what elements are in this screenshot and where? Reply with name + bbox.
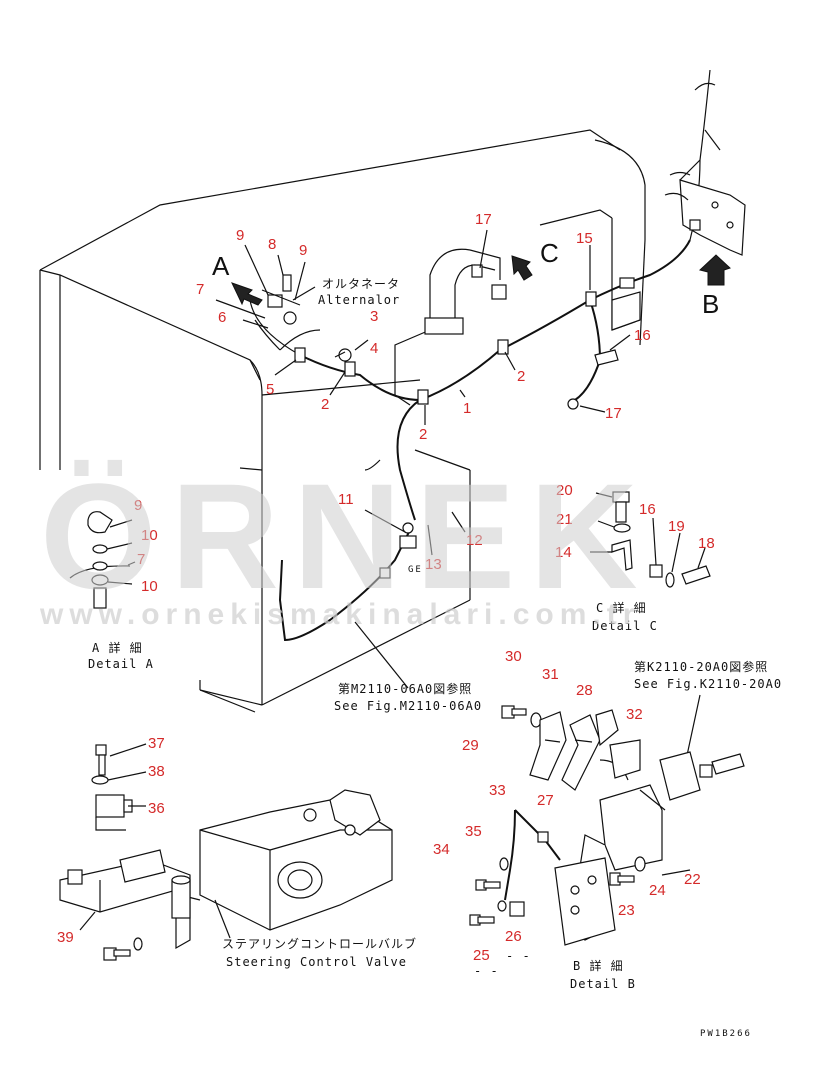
- ref-m2110-jp: 第M2110-06A0図参照: [338, 681, 472, 696]
- callout-18: 18: [698, 535, 715, 552]
- alternator-label-jp: オルタネータ: [322, 277, 400, 291]
- detail-c-title-jp: C 詳 細: [596, 600, 647, 615]
- drawing-code: PW1B266: [700, 1029, 752, 1039]
- detail-c: [590, 491, 711, 588]
- callout-9-detail: 9: [134, 497, 142, 514]
- watermark-url: www.ornekismakinalari.com.tr: [39, 598, 640, 631]
- watermark-brand: ÖRNEK: [40, 452, 652, 620]
- callout-17-b: 17: [605, 405, 622, 422]
- view-arrows: [231, 254, 731, 306]
- callout-2-a: 2: [321, 396, 329, 413]
- callout-38: 38: [148, 763, 165, 780]
- ref-m2110-en: See Fig.M2110-06A0: [334, 699, 482, 713]
- callout-16-a: 16: [634, 327, 651, 344]
- callout-7-detail: 7: [137, 551, 145, 568]
- callout-7-main: 7: [196, 281, 204, 298]
- callout-26: 26: [505, 928, 522, 945]
- view-letter-c: C: [540, 238, 559, 268]
- watermark: ÖRNEK www.ornekismakinalari.com.tr: [39, 452, 652, 631]
- callout-20: 20: [556, 482, 573, 499]
- callout-25: 25: [473, 947, 490, 964]
- callout-8: 8: [268, 236, 276, 253]
- callout-4: 4: [370, 340, 378, 357]
- callout-9-a: 9: [236, 227, 244, 244]
- view-arrow-c-icon: [511, 255, 533, 281]
- ge-mark: GE: [408, 565, 423, 575]
- callout-10-a: 10: [141, 527, 158, 544]
- ref-k2110-jp: 第K2110-20A0図参照: [634, 659, 768, 674]
- callout-35: 35: [465, 823, 482, 840]
- callout-39: 39: [57, 929, 74, 946]
- callout-36: 36: [148, 800, 165, 817]
- callout-2-b: 2: [419, 426, 427, 443]
- detail-a-title-jp: A 詳 細: [92, 640, 143, 655]
- leader-lines: [215, 229, 631, 689]
- callout-29: 29: [462, 737, 479, 754]
- callout-11: 11: [338, 491, 354, 508]
- callout-32: 32: [626, 706, 643, 723]
- callout-5: 5: [266, 381, 274, 398]
- alternator-parts: [261, 274, 301, 325]
- detail-b-dash-mark-2: - -: [474, 964, 499, 978]
- callout-30: 30: [505, 648, 522, 665]
- callout-13: 13: [425, 556, 442, 573]
- view-arrow-b-icon: [698, 254, 731, 286]
- view-arrow-a-icon: [231, 282, 263, 306]
- callout-22: 22: [684, 871, 701, 888]
- callout-23: 23: [618, 902, 635, 919]
- detail-b-title-en: Detail B: [570, 977, 636, 991]
- callout-34: 34: [433, 841, 450, 858]
- valve-bracket-assembly: [664, 171, 746, 256]
- detail-a-title-en: Detail A: [88, 657, 154, 671]
- callout-16-b: 16: [639, 501, 656, 518]
- callout-17-a: 17: [475, 211, 492, 228]
- callout-24: 24: [649, 882, 666, 899]
- detail-b: [469, 705, 745, 946]
- steering-control-valve: [179, 789, 393, 931]
- callout-10-b: 10: [141, 578, 158, 595]
- callout-37: 37: [148, 735, 165, 752]
- detail-a: [69, 511, 136, 609]
- callout-12: 12: [466, 532, 483, 549]
- callout-33: 33: [489, 782, 506, 799]
- steering-label-en: Steering Control Valve: [226, 955, 407, 969]
- callout-14: 14: [555, 544, 572, 561]
- exhaust-pipe: [424, 248, 501, 335]
- callout-3: 3: [370, 308, 378, 325]
- detail-b-dash-mark: - -: [506, 949, 531, 963]
- callout-31: 31: [542, 666, 559, 683]
- detail-b-title-jp: B 詳 細: [573, 958, 624, 973]
- view-letter-a: A: [212, 251, 230, 281]
- bracket-plate-16: [471, 264, 641, 366]
- callout-27: 27: [537, 792, 554, 809]
- callout-19: 19: [668, 518, 685, 535]
- callout-numbers: 1 2 2 2 3 4 5 6 7 8 9 9 9 10 7 10 11 12 …: [57, 211, 715, 964]
- callout-1: 1: [463, 400, 471, 417]
- steering-label-jp: ステアリングコントロールバルブ: [222, 936, 417, 951]
- callout-2-c: 2: [517, 368, 525, 385]
- callout-21: 21: [556, 511, 573, 528]
- detail-solenoid-bracket: [59, 743, 191, 961]
- callout-15: 15: [576, 230, 593, 247]
- ref-k2110-en: See Fig.K2110-20A0: [634, 677, 782, 691]
- alternator-label-en: Alternalor: [318, 293, 400, 307]
- callout-6: 6: [218, 309, 226, 326]
- detail-c-title-en: Detail C: [592, 619, 658, 633]
- callout-28: 28: [576, 682, 593, 699]
- callout-9-b: 9: [299, 242, 307, 259]
- view-letter-b: B: [702, 289, 719, 319]
